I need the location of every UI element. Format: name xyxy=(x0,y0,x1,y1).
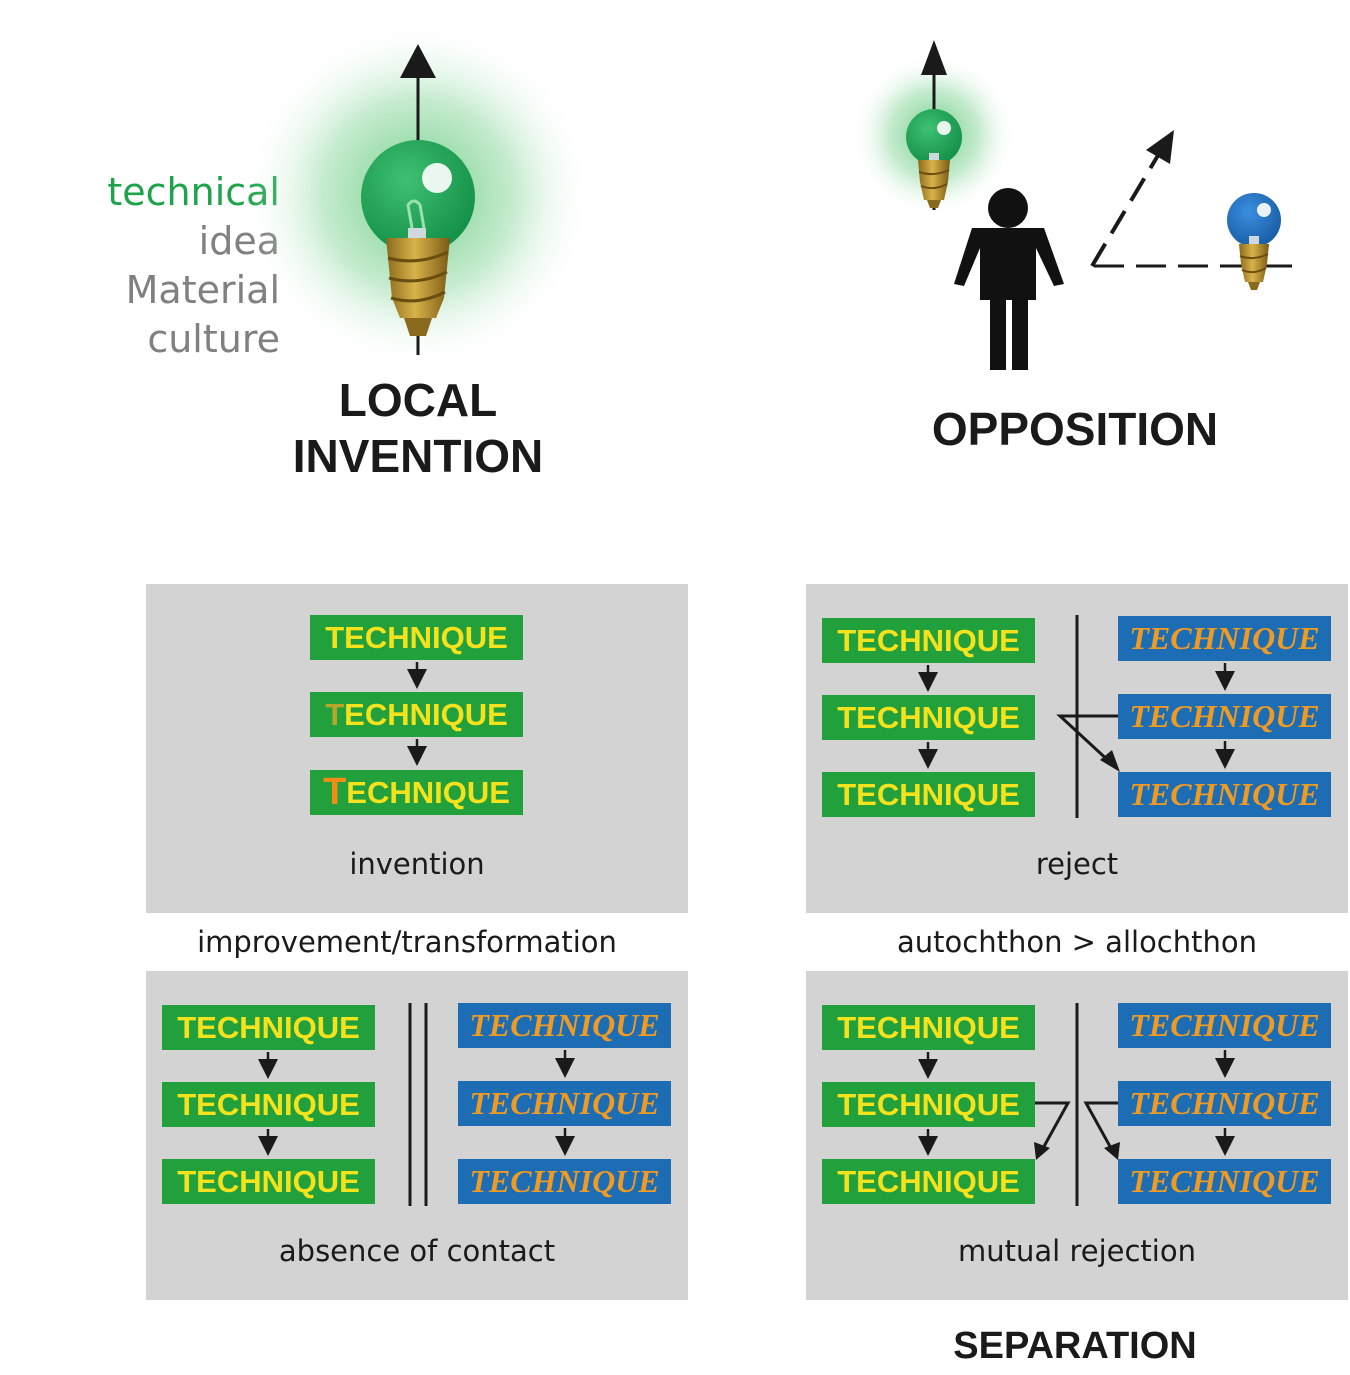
technique-box: TECHNIQUE xyxy=(822,1082,1035,1127)
technique-box: TECHNIQUE xyxy=(822,1005,1035,1050)
technique-box-italic: TECHNIQUE xyxy=(1118,694,1331,739)
technique-box: TECHNIQUE xyxy=(310,615,523,660)
caption-reject: reject xyxy=(1035,847,1119,881)
heading-local-invention: LOCAL INVENTION xyxy=(292,374,544,482)
lightbulb-icon xyxy=(852,40,1016,217)
technique-box: TECHNIQUE xyxy=(822,695,1035,740)
caption-mutual-rejection: mutual rejection xyxy=(958,1234,1196,1268)
caption-autochthon-allochthon: autochthon > allochthon xyxy=(896,925,1258,959)
technique-box-italic: TECHNIQUE xyxy=(1118,1003,1331,1048)
person-icon xyxy=(954,188,1064,370)
technique-box-italic: TECHNIQUE xyxy=(458,1159,671,1204)
barrier-lines xyxy=(408,615,1079,1206)
technique-box: TECHNIQUE xyxy=(162,1082,375,1127)
technique-box-italic: TECHNIQUE xyxy=(1118,772,1331,817)
lightbulb-icon xyxy=(1227,193,1281,290)
technique-box-italic: TECHNIQUE xyxy=(1118,1081,1331,1126)
caption-invention: invention xyxy=(349,847,485,881)
technique-box-italic: TECHNIQUE xyxy=(458,1003,671,1048)
technique-box: TECHNIQUE xyxy=(162,1005,375,1050)
lightbulb-icon xyxy=(243,20,593,370)
technique-box: TECHNIQUE xyxy=(822,772,1035,817)
technique-box: TECHNIQUE xyxy=(822,618,1035,663)
technique-box-italic: TECHNIQUE xyxy=(1118,616,1331,661)
technique-box-italic: TECHNIQUE xyxy=(458,1081,671,1126)
caption-absence-of-contact: absence of contact xyxy=(278,1234,556,1268)
mutual-rejection-arrows-icon xyxy=(1035,1101,1118,1151)
technique-box: TECHNIQUE xyxy=(822,1159,1035,1204)
technique-box: TECHNIQUE xyxy=(162,1159,375,1204)
reject-arrow-icon xyxy=(1056,714,1118,766)
caption-improvement: improvement/transformation xyxy=(197,925,617,959)
heading-separation: SEPARATION xyxy=(953,1325,1197,1367)
heading-opposition: OPPOSITION xyxy=(931,403,1219,455)
legend-material-culture: Material culture xyxy=(125,268,280,361)
technique-box-italic: TECHNIQUE xyxy=(1118,1159,1331,1204)
